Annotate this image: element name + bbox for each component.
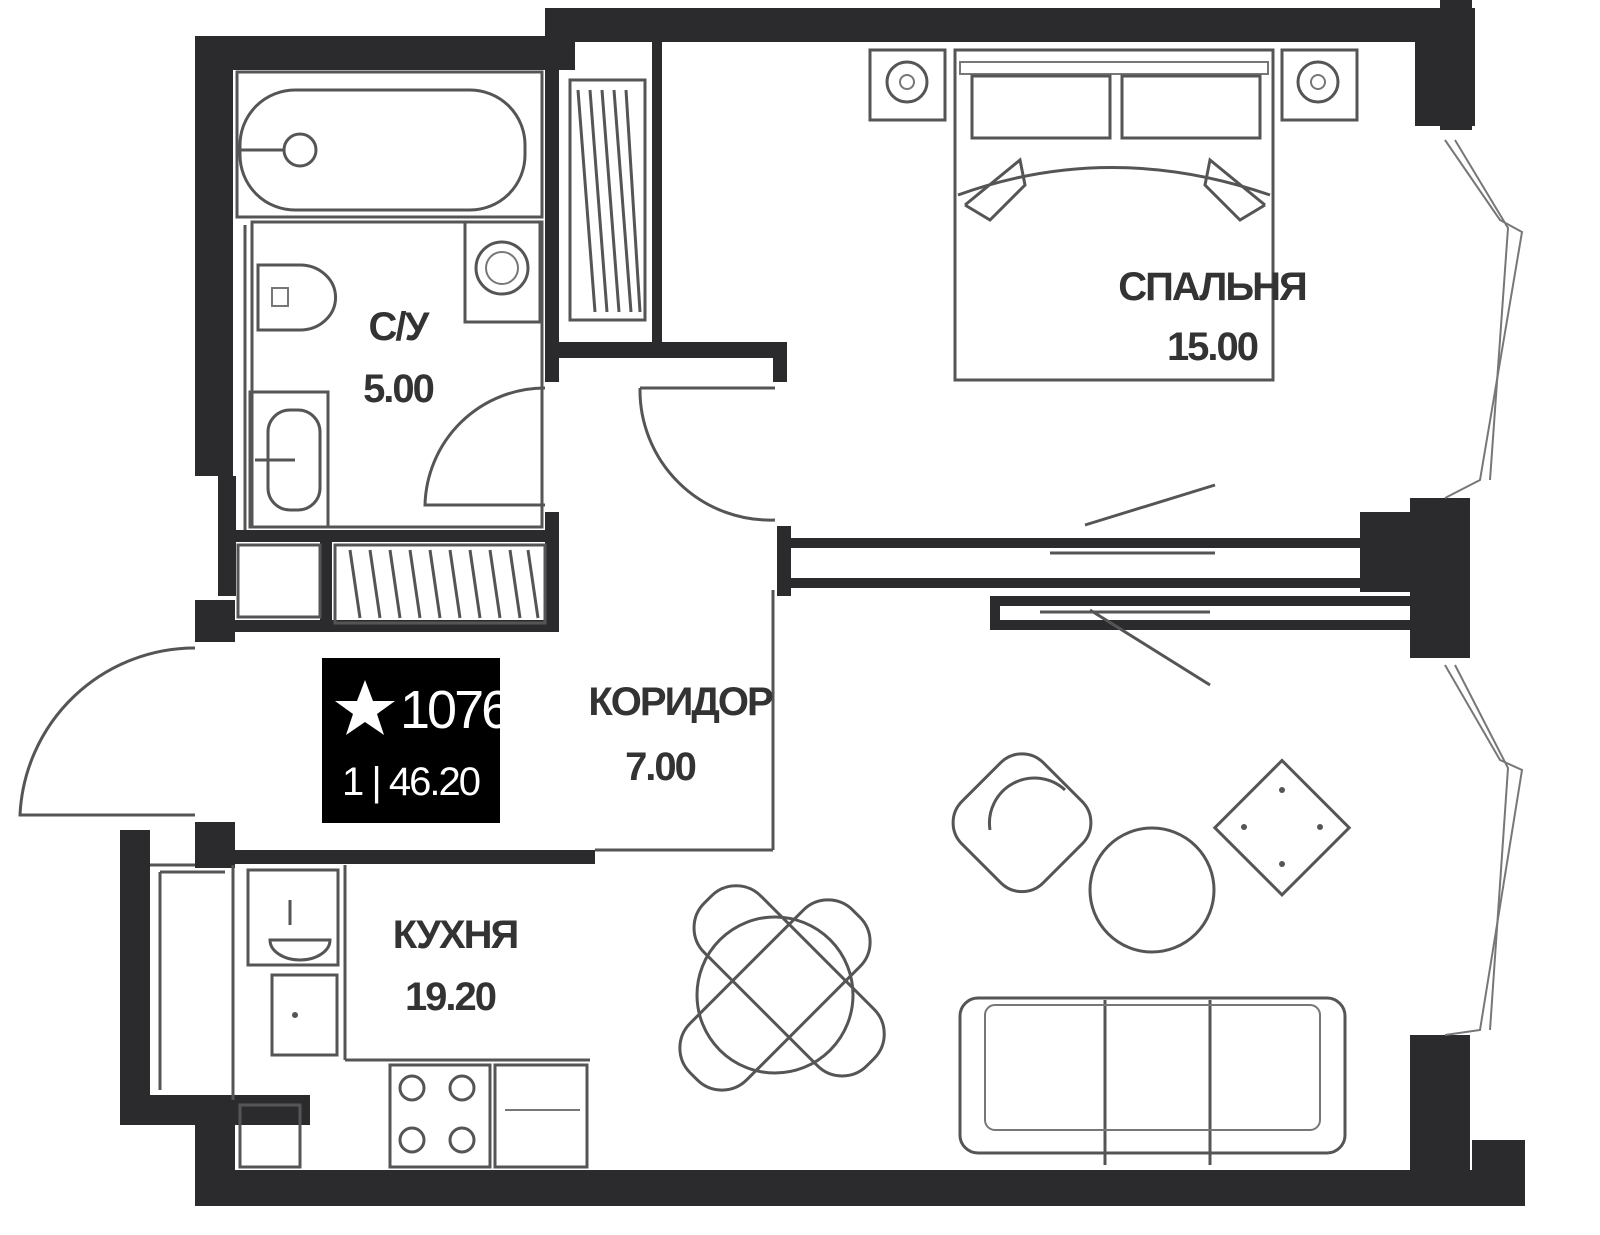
wardrobe-top — [568, 78, 647, 322]
sink-icon — [255, 408, 322, 512]
room-bathroom: С/У 5.00 — [363, 305, 436, 411]
wardrobe-corridor — [333, 543, 547, 625]
armchair-icon — [951, 752, 1093, 894]
room-area-bathroom: 5.00 — [363, 367, 434, 411]
side-table-icon — [1212, 758, 1352, 898]
apartment-number: 1076 — [400, 680, 509, 740]
room-name-bedroom: СПАЛЬНЯ — [1118, 265, 1306, 309]
star-icon — [335, 680, 395, 735]
apartment-details: 1 | 46.20 — [342, 760, 480, 804]
room-name-corridor: КОРИДОР — [588, 680, 773, 724]
room-area-bedroom: 15.00 — [1167, 325, 1258, 369]
nightstand-left-icon — [868, 48, 947, 122]
bed-icon — [953, 48, 1275, 382]
kitchen-sink-icon — [246, 868, 340, 967]
room-bedroom: СПАЛЬНЯ 15.00 — [1118, 265, 1308, 369]
room-name-bathroom: С/У — [369, 305, 431, 349]
room-name-kitchen: КУХНЯ — [393, 913, 518, 957]
nightstand-right-icon — [1280, 48, 1359, 122]
inner-outlines — [150, 70, 775, 1169]
washing-machine-icon — [463, 220, 542, 324]
room-corridor: КОРИДОР 7.00 — [588, 680, 775, 789]
toilet-icon — [256, 263, 337, 332]
countertop-icon — [493, 1063, 589, 1169]
apartment-badge: 1076 1 | 46.20 — [322, 658, 512, 823]
coffee-table-icon — [1088, 826, 1216, 954]
stove-icon — [388, 1063, 492, 1169]
windows — [1444, 139, 1524, 1036]
room-kitchen: КУХНЯ 19.20 — [393, 913, 520, 1019]
sofa-icon — [958, 996, 1347, 1165]
doors — [18, 386, 1216, 817]
room-area-kitchen: 19.20 — [405, 975, 496, 1019]
dining-table-icon — [678, 884, 886, 1092]
walls — [120, 0, 1525, 1206]
bathtub-icon — [238, 88, 527, 212]
fridge-icon — [270, 973, 339, 1057]
room-area-corridor: 7.00 — [625, 745, 696, 789]
